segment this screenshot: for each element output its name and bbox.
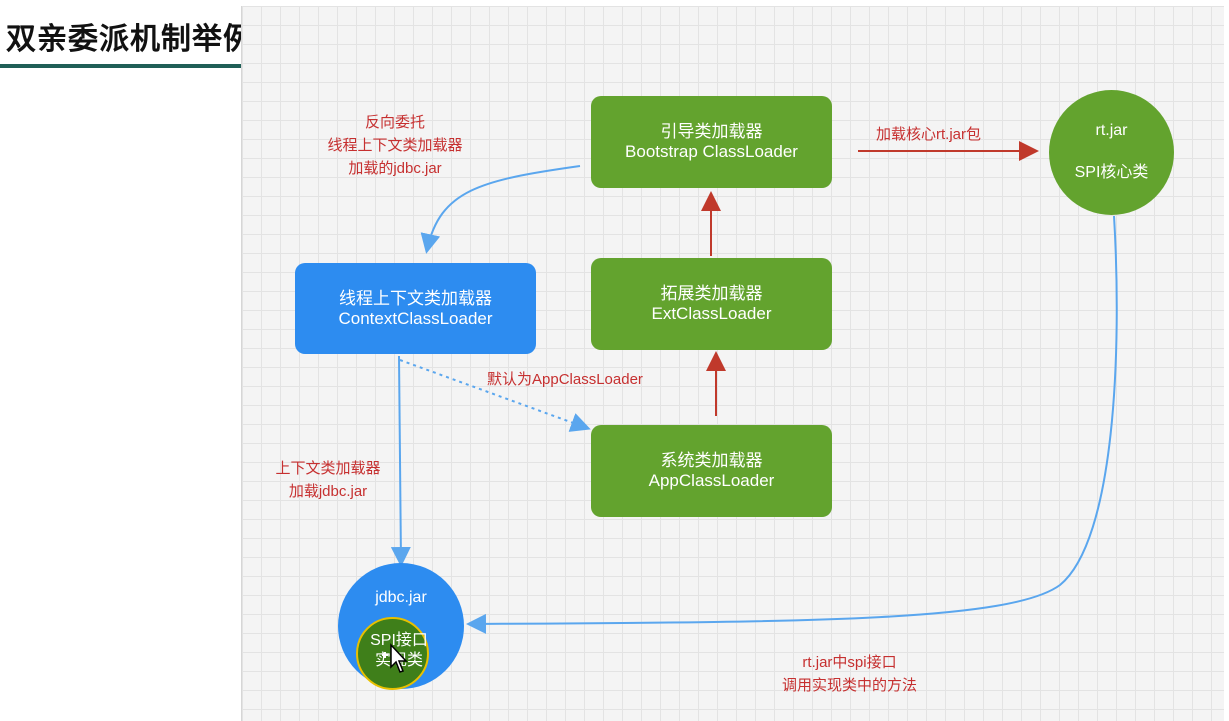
cursor-icon [382, 643, 408, 673]
ext-subtitle: ExtClassLoader [651, 304, 772, 323]
app-classloader-box: 系统类加载器 AppClassLoader [591, 425, 832, 517]
context-subtitle: ContextClassLoader [338, 308, 493, 328]
ext-classloader-box: 拓展类加载器 ExtClassLoader [591, 258, 832, 350]
arrow-rt-to-jdbc [466, 215, 1118, 634]
reverse-line-2: 线程上下文类加载器 [327, 137, 463, 154]
label-default-app: 默认为AppClassLoader [487, 371, 643, 388]
spi-impl-inner-circle [356, 617, 429, 690]
context-load-line-1: 上下文类加载器 [275, 460, 381, 477]
app-title: 系统类加载器 [660, 451, 763, 470]
label-context-load-jdbc: 上下文类加载器 加载jdbc.jar [258, 457, 398, 503]
label-rt-call-impl: rt.jar中spi接口 调用实现类中的方法 [757, 651, 942, 697]
rt-spi-label: SPI核心类 [1074, 164, 1149, 181]
arrow-bootstrap-to-context [420, 165, 581, 254]
spi-interface-label: SPI接口 [370, 632, 428, 649]
app-subtitle: AppClassLoader [648, 471, 775, 490]
title-underline [0, 64, 241, 68]
reverse-line-1: 反向委托 [364, 114, 425, 131]
rt-call-line-1: rt.jar中spi接口 [802, 654, 897, 671]
jdbc-jar-label: jdbc.jar [375, 589, 427, 606]
context-classloader-box: 线程上下文类加载器 ContextClassLoader [295, 263, 536, 354]
rt-call-line-2: 调用实现类中的方法 [781, 677, 917, 694]
ext-title: 拓展类加载器 [660, 284, 763, 303]
rt-jar-label: rt.jar [1095, 122, 1128, 139]
arrow-context-to-jdbc [390, 355, 411, 567]
context-load-line-2: 加载jdbc.jar [288, 483, 368, 500]
reverse-line-3: 加载的jdbc.jar [348, 160, 442, 177]
bootstrap-classloader-box: 引导类加载器 Bootstrap ClassLoader [591, 96, 832, 188]
arrow-context-to-app-dotted [399, 359, 591, 432]
bootstrap-title: 引导类加载器 [660, 122, 763, 141]
context-title: 线程上下文类加载器 [339, 288, 492, 308]
page-title: 双亲委派机制举例2 [6, 22, 276, 57]
bootstrap-subtitle: Bootstrap ClassLoader [625, 142, 798, 161]
label-load-core-rt: 加载核心rt.jar包 [876, 126, 982, 143]
label-reverse-delegation: 反向委托 线程上下文类加载器 加载的jdbc.jar [300, 111, 490, 180]
rt-jar-circle: rt.jar SPI核心类 [1049, 90, 1174, 215]
